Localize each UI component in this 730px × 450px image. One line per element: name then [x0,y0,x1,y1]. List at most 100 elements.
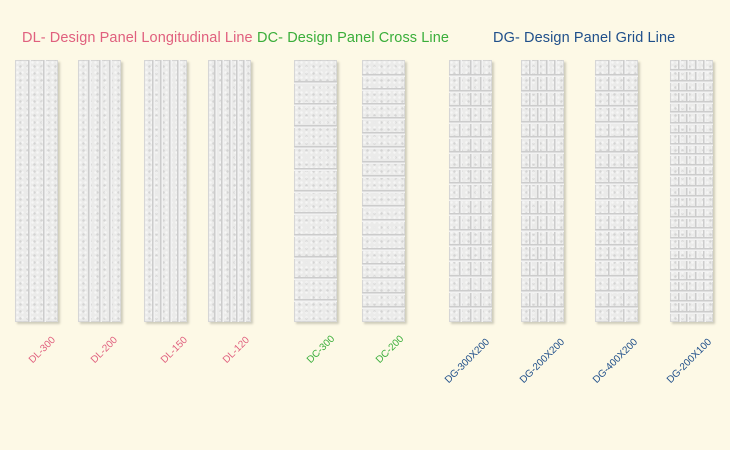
groove-horizontal [521,74,564,77]
groove-horizontal [449,105,492,108]
groove-vertical [554,60,557,322]
groove-vertical [160,60,163,322]
groove-horizontal [449,151,492,154]
groove-horizontal [595,90,638,93]
groove-horizontal [294,146,337,149]
panel-dg-200x200 [521,60,564,322]
groove-horizontal [670,90,713,93]
groove-horizontal [595,229,638,232]
groove-vertical [109,60,112,322]
groove-horizontal [294,190,337,193]
groove-horizontal [362,263,405,266]
groove-horizontal [670,290,713,293]
groove-horizontal [362,117,405,120]
groove-horizontal [595,74,638,77]
code-dl-200: DL-200 [89,334,120,366]
heading-longitudinal: DL- Design Panel Longitudinal Line [22,30,253,46]
groove-horizontal [362,205,405,208]
groove-vertical [537,60,540,322]
groove-horizontal [521,105,564,108]
groove-horizontal [521,167,564,170]
groove-horizontal [362,103,405,106]
groove-horizontal [294,212,337,215]
code-dc-300: DC-300 [305,333,338,366]
groove-horizontal [595,105,638,108]
groove-horizontal [670,122,713,125]
groove-horizontal [294,81,337,84]
groove-horizontal [294,234,337,237]
groove-vertical [470,60,473,322]
groove-horizontal [595,136,638,139]
groove-vertical [169,60,172,322]
groove-horizontal [670,80,713,83]
groove-horizontal [595,259,638,262]
groove-horizontal [521,244,564,247]
groove-horizontal [294,168,337,171]
groove-horizontal [595,275,638,278]
groove-horizontal [595,167,638,170]
groove-horizontal [521,229,564,232]
panel-dc-300 [294,60,337,322]
groove-horizontal [449,74,492,77]
groove-vertical [152,60,155,322]
groove-horizontal [362,277,405,280]
groove-horizontal [670,164,713,167]
groove-horizontal [362,74,405,77]
groove-horizontal [595,151,638,154]
groove-horizontal [362,234,405,237]
code-dg-200x200: DG-200X200 [518,336,568,386]
code-dl-120: DL-120 [221,334,252,366]
groove-vertical [459,60,462,322]
groove-horizontal [449,306,492,309]
groove-horizontal [449,198,492,201]
groove-horizontal [670,69,713,72]
groove-vertical [623,60,626,322]
code-dl-300: DL-300 [27,334,58,366]
code-dg-300x200: DG-300X200 [443,336,493,386]
groove-horizontal [670,185,713,188]
groove-horizontal [294,125,337,128]
panel-dl-120 [208,60,251,322]
groove-vertical [529,60,532,322]
groove-vertical [236,60,239,322]
groove-horizontal [449,121,492,124]
groove-vertical [28,60,31,322]
groove-horizontal [294,277,337,280]
panel-dc-200 [362,60,405,322]
groove-horizontal [670,195,713,198]
groove-horizontal [449,229,492,232]
groove-vertical [608,60,611,322]
groove-vertical [88,60,91,322]
groove-horizontal [449,90,492,93]
groove-horizontal [521,306,564,309]
groove-vertical [480,60,483,322]
groove-horizontal [449,275,492,278]
groove-horizontal [521,136,564,139]
panel-dg-300x200 [449,60,492,322]
groove-horizontal [595,244,638,247]
groove-vertical [214,60,217,322]
groove-horizontal [670,248,713,251]
groove-horizontal [521,290,564,293]
groove-vertical [695,60,698,322]
groove-horizontal [670,237,713,240]
groove-horizontal [362,292,405,295]
code-dg-400x200: DG-400X200 [591,336,641,386]
groove-horizontal [521,213,564,216]
groove-horizontal [449,244,492,247]
groove-horizontal [362,88,405,91]
groove-horizontal [521,275,564,278]
panel-dg-400x200 [595,60,638,322]
groove-horizontal [362,175,405,178]
groove-vertical [229,60,232,322]
groove-vertical [678,60,681,322]
groove-horizontal [521,198,564,201]
groove-horizontal [670,269,713,272]
groove-horizontal [595,182,638,185]
groove-vertical [243,60,246,322]
code-dc-200: DC-200 [374,333,407,366]
panel-dl-300 [15,60,58,322]
groove-vertical [686,60,689,322]
groove-horizontal [670,227,713,230]
